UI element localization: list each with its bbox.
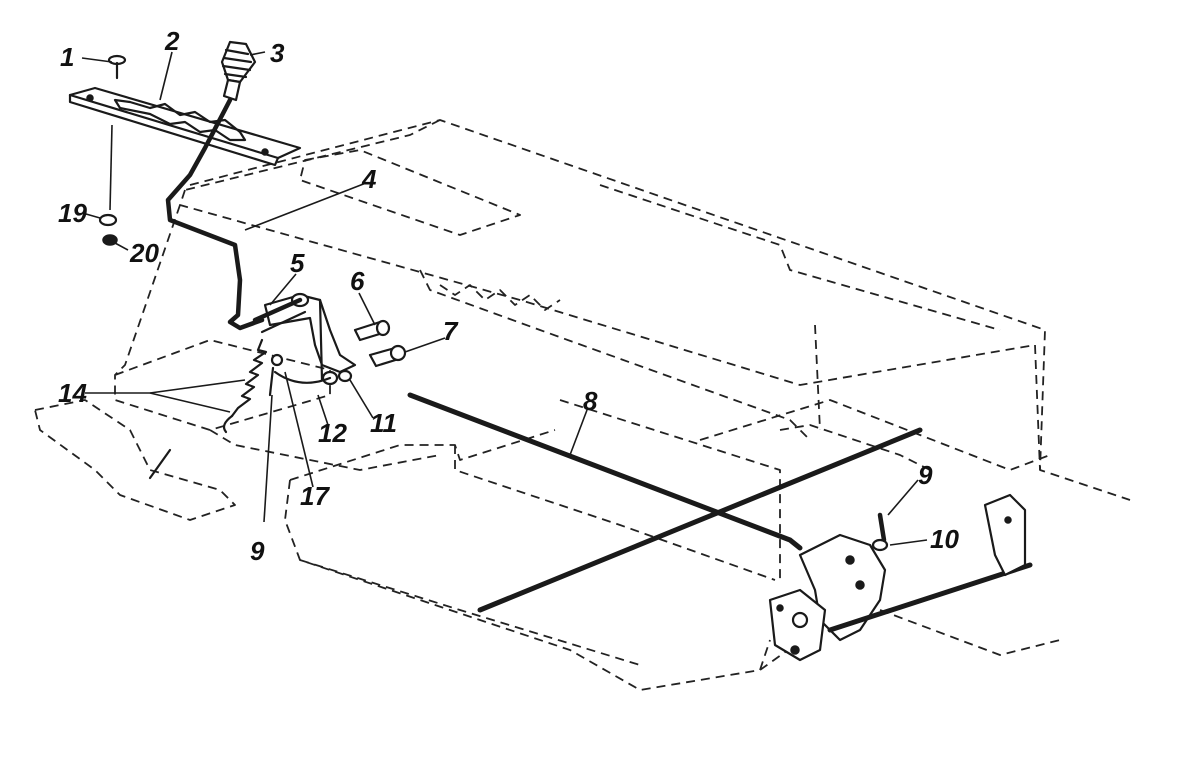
rear-cam-assembly — [768, 493, 1033, 662]
callout-14: 14 — [58, 378, 87, 408]
callout-5: 5 — [290, 248, 305, 278]
callout-6: 6 — [350, 266, 365, 296]
callout-9-front: 9 — [250, 536, 265, 566]
bracket-assembly — [252, 292, 407, 397]
callout-leaders — [81, 51, 928, 546]
callout-20: 20 — [129, 238, 159, 268]
shift-lever — [165, 97, 265, 331]
callout-4: 4 — [361, 164, 377, 194]
washer-and-nut — [98, 124, 118, 246]
shift-knob — [220, 40, 257, 102]
spring — [148, 338, 268, 480]
callout-1: 1 — [60, 42, 74, 72]
callout-17: 17 — [300, 481, 330, 511]
screw — [107, 54, 127, 80]
shift-plate — [68, 86, 302, 167]
callout-3: 3 — [270, 38, 285, 68]
callout-19: 19 — [58, 198, 87, 228]
chassis-outline — [34, 119, 1131, 691]
callout-7: 7 — [443, 316, 459, 346]
callout-9-rear: 9 — [918, 460, 933, 490]
control-rod — [407, 392, 923, 613]
callout-2: 2 — [164, 26, 180, 56]
callout-8: 8 — [583, 386, 598, 416]
callout-10: 10 — [930, 524, 959, 554]
callout-labels: 1 2 3 4 5 6 7 8 9 9 10 11 12 14 17 19 20 — [58, 26, 959, 566]
callout-11: 11 — [370, 408, 397, 438]
callout-12: 12 — [318, 418, 347, 448]
